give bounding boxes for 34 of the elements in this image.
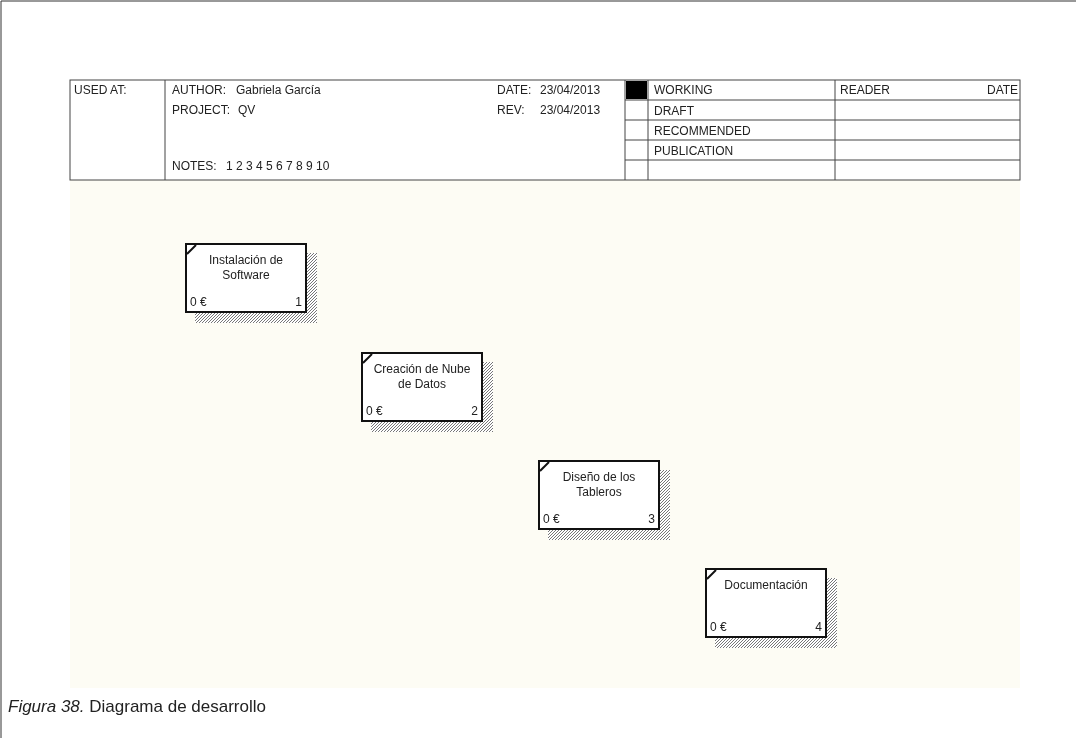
activity-number: 4 [815,620,822,634]
table-text: USED AT: [74,83,127,97]
table-text: DATE: [497,83,532,97]
table-text: AUTHOR: [172,83,226,97]
table-text: Gabriela García [236,83,321,97]
activity-name: Creación de Nube de Datos [372,362,472,392]
table-text: RECOMMENDED [654,124,751,138]
table-text: DRAFT [654,104,694,118]
activity-name: Instalación de Software [207,253,285,283]
activity-name: Documentación [723,578,809,593]
table-text: 23/04/2013 [540,83,601,97]
cost-text: 0 € [543,512,560,526]
cost-text: 0 € [190,295,207,309]
activity-number: 3 [648,512,655,526]
table-text: 1 2 3 4 5 6 7 8 9 10 [226,159,330,173]
figure-caption: Figura 38. Diagrama de desarrollo [8,697,266,717]
table-text: PROJECT: [172,103,230,117]
cost-text: 0 € [710,620,727,634]
table-text: NOTES: [172,159,217,173]
cost-text: 0 € [366,404,383,418]
activity-number: 1 [295,295,302,309]
table-text: PUBLICATION [654,144,734,158]
table-text: QV [238,103,256,117]
activity-name: Diseño de los Tableros [561,470,637,500]
table-text: READER [840,83,890,97]
activity-number: 2 [471,404,478,418]
activity-box [361,352,483,422]
table-text: REV: [497,103,525,117]
activity-box [185,243,307,313]
activity-box [538,460,660,530]
table-text: DATE [987,83,1019,97]
activity-box [705,568,827,638]
table-text: WORKING [654,83,713,97]
table-text: 23/04/2013 [540,103,601,117]
